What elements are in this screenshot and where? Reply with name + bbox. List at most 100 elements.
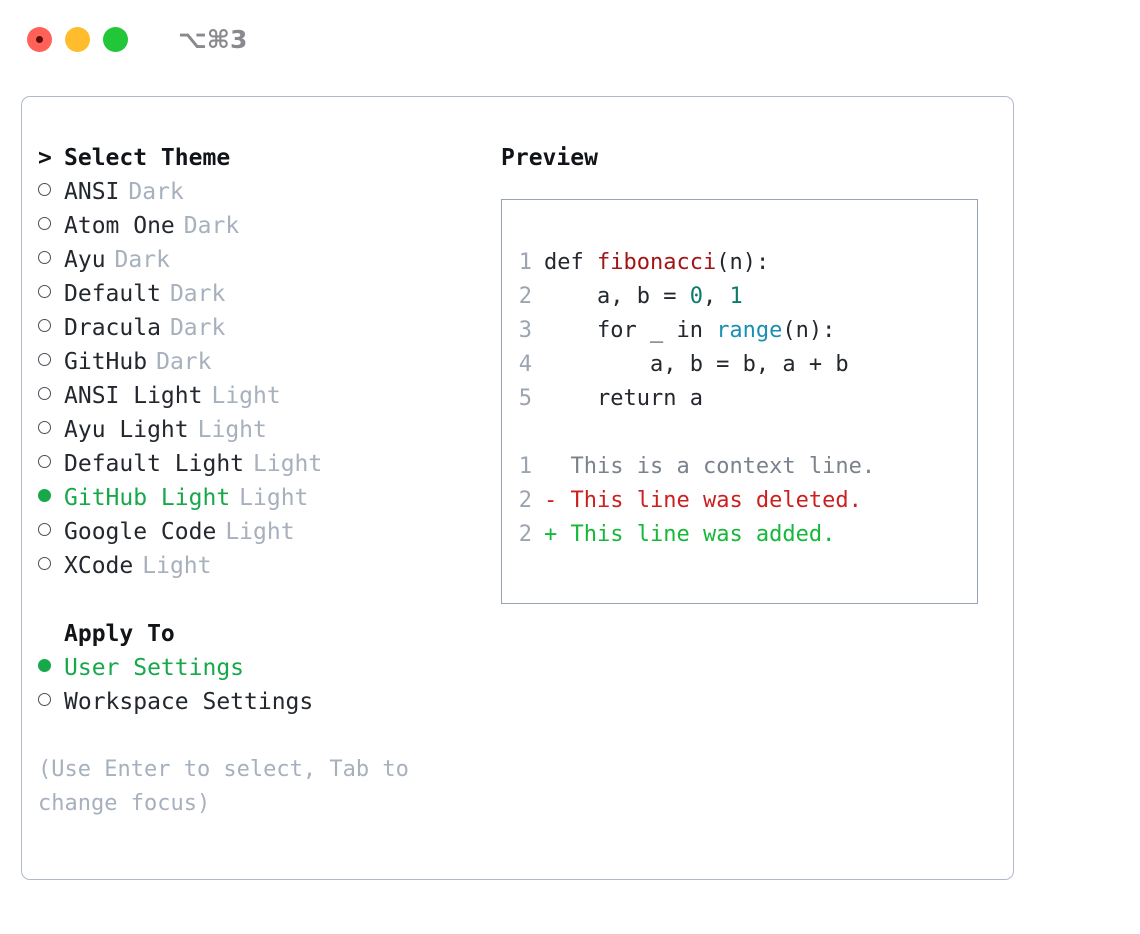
theme-option-ansi[interactable]: ANSI Dark	[38, 175, 490, 209]
radio-unselected-icon[interactable]	[38, 413, 64, 447]
code-token-plain: return a	[544, 386, 703, 411]
theme-option-variant: Light	[211, 383, 281, 409]
code-token-plain: (n):	[716, 250, 770, 275]
apply-to-option-user-settings[interactable]: User Settings	[38, 651, 490, 685]
radio-unselected-icon[interactable]	[38, 311, 64, 345]
apply-to-option-workspace-settings[interactable]: Workspace Settings	[38, 685, 490, 719]
code-line: 1 def fibonacci(n):	[502, 246, 977, 280]
theme-option-dracula[interactable]: Dracula Dark	[38, 311, 490, 345]
code-token-plain: a, b = b, a + b	[544, 352, 849, 377]
diff-line-number: 1	[518, 454, 532, 479]
diff-line-added: 2 + This line was added.	[502, 518, 977, 552]
theme-option-variant: Dark	[128, 179, 184, 205]
theme-option-default-light[interactable]: Default Light Light	[38, 447, 490, 481]
theme-option-variant: Dark	[156, 349, 212, 375]
code-line-number: 4	[518, 352, 532, 377]
theme-option-variant: Light	[197, 417, 267, 443]
radio-unselected-icon[interactable]	[38, 345, 64, 379]
theme-option-variant: Light	[239, 485, 309, 511]
theme-option-variant: Light	[253, 451, 323, 477]
radio-unselected-icon[interactable]	[38, 549, 64, 583]
code-line-number: 5	[518, 386, 532, 411]
radio-unselected-icon[interactable]	[38, 209, 64, 243]
radio-unselected-icon[interactable]	[38, 685, 64, 719]
theme-option-variant: Dark	[169, 315, 226, 341]
diff-line-context: 1 This is a context line.	[502, 450, 977, 484]
code-token-num: 1	[729, 284, 743, 309]
apply-to-option-label: User Settings	[64, 655, 245, 681]
theme-option-variant: Light	[142, 553, 212, 579]
zoom-button[interactable]	[103, 26, 128, 52]
theme-option-xcode[interactable]: XCode Light	[38, 549, 490, 583]
diff-line-number: 2	[518, 488, 532, 513]
diff-marker	[544, 450, 571, 484]
help-hint-text: (Use Enter to select, Tab to change focu…	[38, 757, 409, 816]
theme-option-github-light[interactable]: GitHub Light Light	[38, 481, 490, 515]
theme-option-label: XCode	[64, 553, 134, 579]
diff-sample: 1 This is a context line. 2- This line wa…	[502, 450, 977, 552]
select-theme-header: > Select Theme	[38, 141, 490, 175]
focus-caret-icon: >	[38, 617, 64, 651]
theme-option-github[interactable]: GitHub Dark	[38, 345, 490, 379]
theme-option-label: Dracula	[64, 315, 161, 341]
theme-option-variant: Dark	[114, 247, 170, 273]
code-line-content: for _ in range(n):	[544, 314, 835, 348]
code-token-plain: def	[544, 250, 597, 275]
code-line-number: 2	[518, 284, 532, 309]
code-line-content: a, b = b, a + b	[544, 348, 849, 382]
diff-marker: +	[544, 522, 571, 547]
theme-option-label: Google Code	[64, 519, 217, 545]
radio-unselected-icon[interactable]	[38, 243, 64, 277]
radio-unselected-icon[interactable]	[38, 515, 64, 549]
select-theme-label: Select Theme	[64, 145, 231, 171]
theme-option-variant: Light	[225, 519, 295, 545]
code-line: 2 a, b = 0, 1	[502, 280, 977, 314]
focus-caret-icon: >	[38, 145, 52, 171]
radio-unselected-icon[interactable]	[38, 277, 64, 311]
code-line: 5 return a	[502, 382, 977, 416]
code-token-plain: ,	[702, 284, 730, 309]
code-line-content: return a	[544, 382, 703, 416]
theme-option-google-code[interactable]: Google Code Light	[38, 515, 490, 549]
theme-option-label: ANSI	[64, 179, 120, 205]
close-button[interactable]	[27, 26, 52, 52]
code-token-plain: a, b =	[544, 284, 690, 309]
code-line-content: a, b = 0, 1	[544, 280, 743, 314]
radio-unselected-icon[interactable]	[38, 175, 64, 209]
title-bar: ⌥⌘3	[0, 0, 1140, 78]
theme-option-label: Default Light	[64, 451, 245, 477]
theme-option-label: GitHub Light	[64, 485, 231, 511]
apply-to-label: Apply To	[64, 621, 175, 647]
apply-to-option-label: Workspace Settings	[64, 689, 314, 715]
code-line-number: 1	[518, 250, 532, 275]
radio-unselected-icon[interactable]	[38, 379, 64, 413]
code-token-fn: fibonacci	[596, 250, 717, 275]
radio-selected-icon[interactable]	[38, 651, 64, 685]
theme-option-label: Atom One	[64, 213, 175, 239]
code-token-plain: for _ in	[544, 318, 717, 343]
diff-line-text: This line was added.	[570, 522, 836, 547]
apply-to-header: >Apply To	[38, 617, 490, 651]
diff-line-number: 2	[518, 522, 532, 547]
diff-marker: -	[544, 488, 571, 513]
theme-option-label: GitHub	[64, 349, 148, 375]
radio-selected-icon[interactable]	[38, 481, 64, 515]
minimize-button[interactable]	[65, 26, 90, 52]
list-gap	[38, 583, 490, 617]
radio-unselected-icon[interactable]	[38, 447, 64, 481]
code-token-plain: (n):	[782, 318, 836, 343]
code-token-num: 0	[689, 284, 703, 309]
preview-gap	[502, 416, 977, 450]
